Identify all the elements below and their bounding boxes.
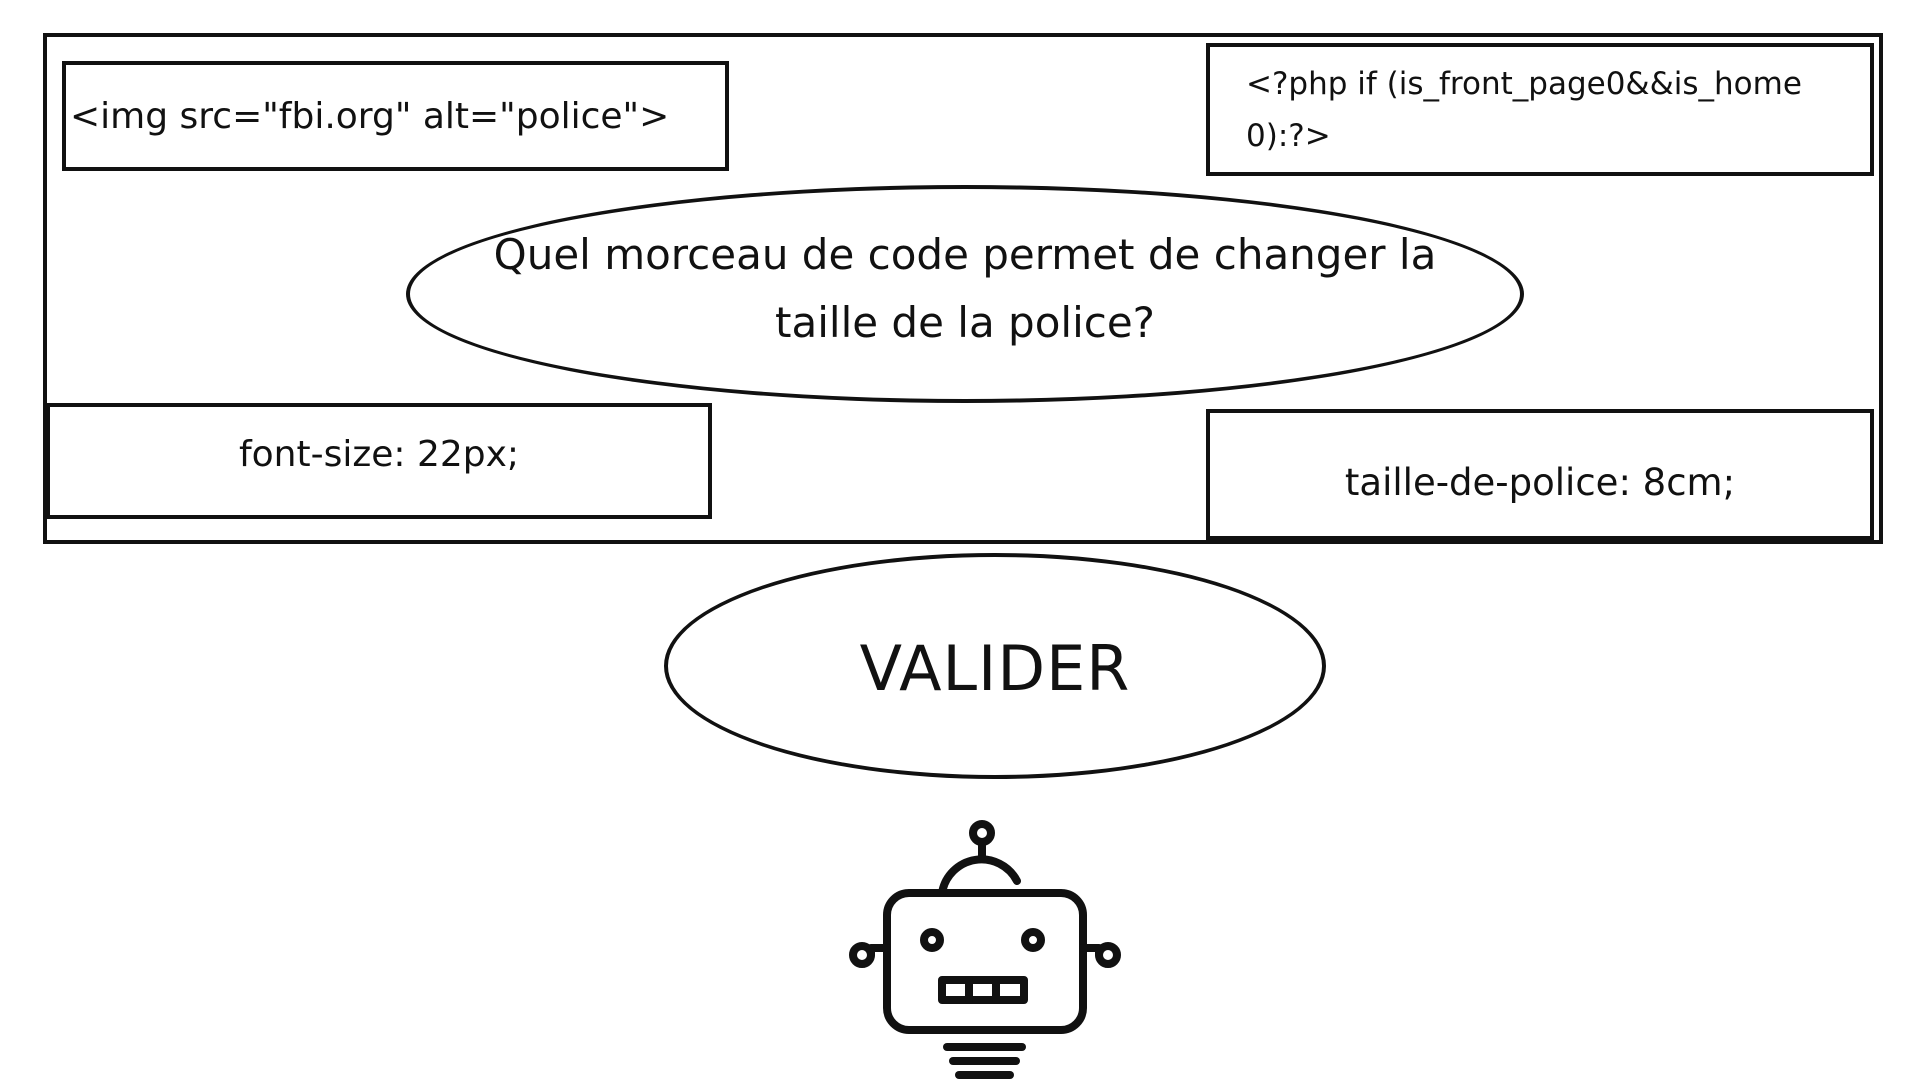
- robot-eye-left: [920, 928, 944, 952]
- robot-ear-right: [1095, 942, 1121, 968]
- answer-option-4[interactable]: taille-de-police: 8cm;: [1206, 409, 1874, 540]
- validate-button[interactable]: VALIDER: [664, 553, 1326, 779]
- answer-option-4-label: taille-de-police: 8cm;: [1344, 461, 1736, 504]
- robot-eye-right: [1021, 928, 1045, 952]
- robot-ear-left: [849, 942, 875, 968]
- question-bubble: Quel morceau de code permet de changer l…: [406, 185, 1524, 403]
- answer-option-2-label: <?php if (is_front_page0&&is_home 0):?>: [1246, 65, 1802, 154]
- robot-mouth: [938, 976, 1028, 1004]
- answer-option-3-label: font-size: 22px;: [238, 433, 520, 475]
- robot-head: [883, 889, 1087, 1034]
- answer-option-2[interactable]: <?php if (is_front_page0&&is_home 0):?>: [1206, 43, 1874, 176]
- question-text: Quel morceau de code permet de changer l…: [493, 230, 1437, 347]
- answer-option-3[interactable]: font-size: 22px;: [46, 403, 712, 519]
- answer-option-1[interactable]: <img src="fbi.org" alt="police">: [62, 61, 729, 171]
- quiz-frame: [43, 33, 1883, 544]
- robot-icon: [849, 820, 1121, 1079]
- robot-head-dome: [938, 855, 1021, 897]
- validate-button-label: VALIDER: [859, 631, 1131, 705]
- answer-option-1-label: <img src="fbi.org" alt="police">: [70, 95, 670, 137]
